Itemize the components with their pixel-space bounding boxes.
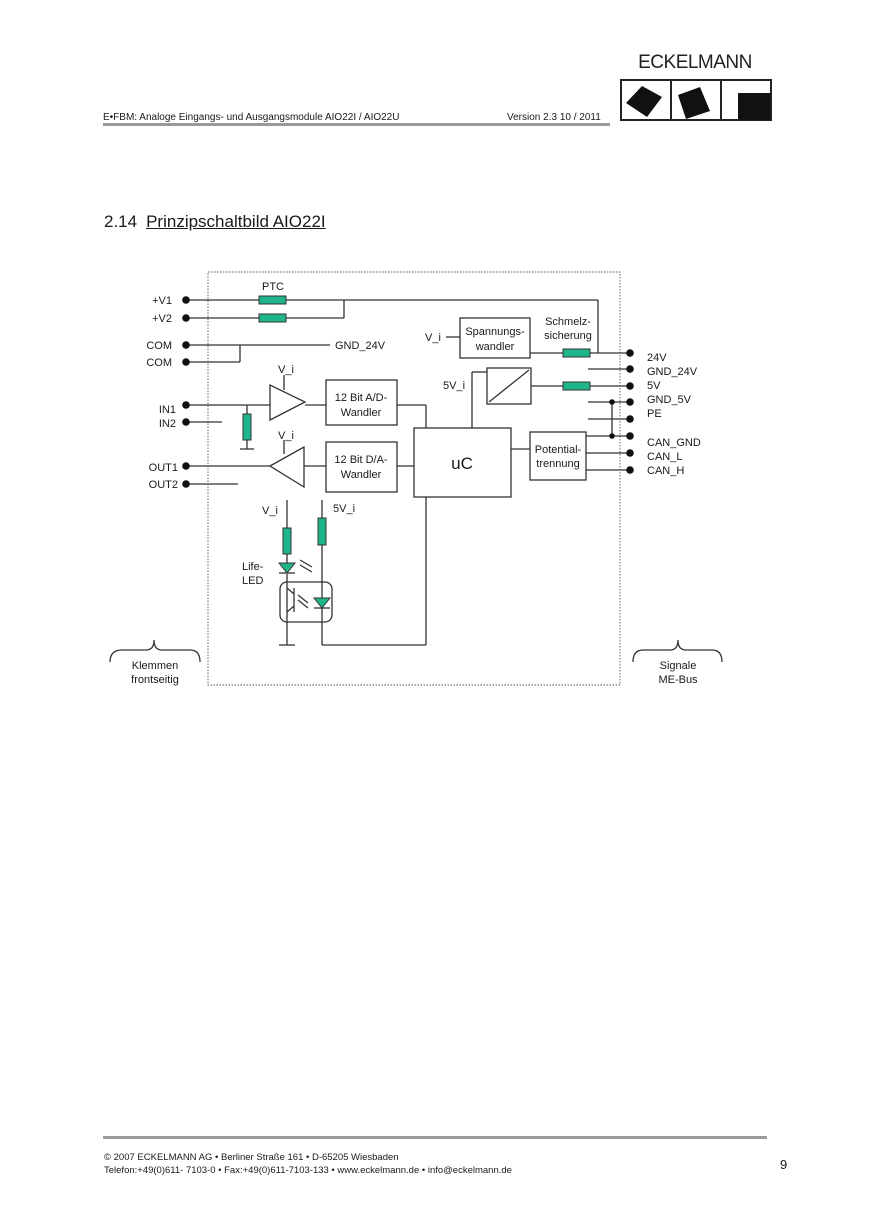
signale-label: Signale <box>660 660 697 672</box>
module-boundary <box>207 271 621 686</box>
ad-converter-label: Wandler <box>341 407 382 419</box>
document-version: Version 2.3 10 / 2011 <box>507 112 601 123</box>
right-terminal-label: CAN_H <box>647 465 684 477</box>
signale-label: ME-Bus <box>658 674 698 686</box>
left-terminal-label: COM <box>146 357 172 369</box>
5vi-label: 5V_i <box>333 503 355 515</box>
left-terminal-label: IN1 <box>159 404 176 416</box>
terminal-can-l <box>626 449 634 457</box>
left-terminal-label: +V1 <box>152 295 172 307</box>
terminal-gnd24v <box>626 365 634 373</box>
footer-address: © 2007 ECKELMANN AG • Berliner Straße 16… <box>104 1152 399 1163</box>
gnd24v-label: GND_24V <box>335 340 386 352</box>
section-title: Prinzipschaltbild AIO22I <box>146 212 326 231</box>
klemmen-label: Klemmen <box>132 660 178 672</box>
brace-right <box>632 639 723 663</box>
terminal-v2 <box>182 314 190 322</box>
spannungswandler-box <box>459 317 531 359</box>
ptc-fuse-icon <box>258 313 287 323</box>
header-rule <box>103 123 610 126</box>
da-converter-label: 12 Bit D/A- <box>334 454 388 466</box>
right-terminal-label: CAN_L <box>647 451 682 463</box>
junction-dot <box>609 399 615 405</box>
terminal-v1 <box>182 296 190 304</box>
ad-converter-label: 12 Bit A/D- <box>335 392 388 404</box>
schmelzsicherung-fuse-icon <box>562 348 591 358</box>
section-heading: 2.14 Prinzipschaltbild AIO22I <box>104 212 326 232</box>
klemmen-label: frontseitig <box>131 674 179 686</box>
life-led-label: LED <box>242 575 263 587</box>
right-terminal-label: 5V <box>647 380 661 392</box>
potentialtrennung-label: trennung <box>536 458 579 470</box>
right-terminal-label: GND_5V <box>647 394 692 406</box>
document-title: E•FBM: Analoge Eingangs- und Ausgangsmod… <box>103 112 400 123</box>
right-terminal-label: CAN_GND <box>647 437 701 449</box>
potentialtrennung-label: Potential- <box>535 444 582 456</box>
right-terminal-label: 24V <box>647 352 667 364</box>
terminal-com2 <box>182 358 190 366</box>
section-number: 2.14 <box>104 212 138 231</box>
left-terminal-label: IN2 <box>159 418 176 430</box>
schmelzsicherung-label: sicherung <box>544 330 592 342</box>
left-terminal-label: COM <box>146 340 172 352</box>
left-terminal-label: +V2 <box>152 313 172 325</box>
terminal-out1 <box>182 462 190 470</box>
logo-text: ECKELMANN <box>638 52 752 73</box>
opto-resistor-icon <box>317 517 327 546</box>
da-converter-box <box>325 441 398 493</box>
terminal-can-h <box>626 466 634 474</box>
eckelmann-logo: ECKELMANN <box>618 52 772 122</box>
footer-rule <box>103 1136 767 1139</box>
spannungswandler-label: wandler <box>475 341 515 353</box>
ad-converter-box <box>325 379 398 426</box>
led-resistor-icon <box>282 527 292 555</box>
terminal-can-gnd <box>626 432 634 440</box>
terminal-in1 <box>182 401 190 409</box>
da-converter-label: Wandler <box>341 469 382 481</box>
ptc-label: PTC <box>262 281 284 293</box>
terminal-pe <box>626 415 634 423</box>
vi-label: V_i <box>262 505 278 517</box>
terminal-in2 <box>182 418 190 426</box>
logo-squares-icon <box>620 79 772 121</box>
vi-label: V_i <box>278 430 294 442</box>
footer-contact: Telefon:+49(0)611- 7103-0 • Fax:+49(0)61… <box>104 1165 512 1176</box>
right-terminal-label: GND_24V <box>647 366 698 378</box>
vi-label: V_i <box>425 332 441 344</box>
spannungswandler-label: Spannungs- <box>465 326 525 338</box>
life-led-icon <box>277 562 297 574</box>
junction-dot <box>609 433 615 439</box>
right-terminal-label: PE <box>647 408 662 420</box>
vi-label: V_i <box>278 364 294 376</box>
5vi-label: 5V_i <box>443 380 465 392</box>
life-led-label: Life- <box>242 561 264 573</box>
brace-left <box>109 639 201 663</box>
ptc-fuse-icon <box>258 295 287 305</box>
optocoupler-diode-icon <box>312 597 332 609</box>
terminal-com1 <box>182 341 190 349</box>
left-terminal-label: OUT2 <box>149 479 178 491</box>
potentialtrennung-box <box>529 431 587 481</box>
circuit-diagram: +V1 +V2 COM COM IN1 IN2 OUT1 OUT2 24V GN… <box>109 271 723 686</box>
terminal-5v <box>626 382 634 390</box>
terminal-out2 <box>182 480 190 488</box>
schmelzsicherung-label: Schmelz- <box>545 316 591 328</box>
uc-label: uC <box>451 454 473 473</box>
microcontroller-box <box>413 427 512 498</box>
left-terminal-label: OUT1 <box>149 462 178 474</box>
page-number: 9 <box>780 1157 788 1172</box>
terminal-24v <box>626 349 634 357</box>
fuse-5v-icon <box>562 381 591 391</box>
terminal-gnd5v <box>626 398 634 406</box>
input-resistor-icon <box>242 413 252 441</box>
